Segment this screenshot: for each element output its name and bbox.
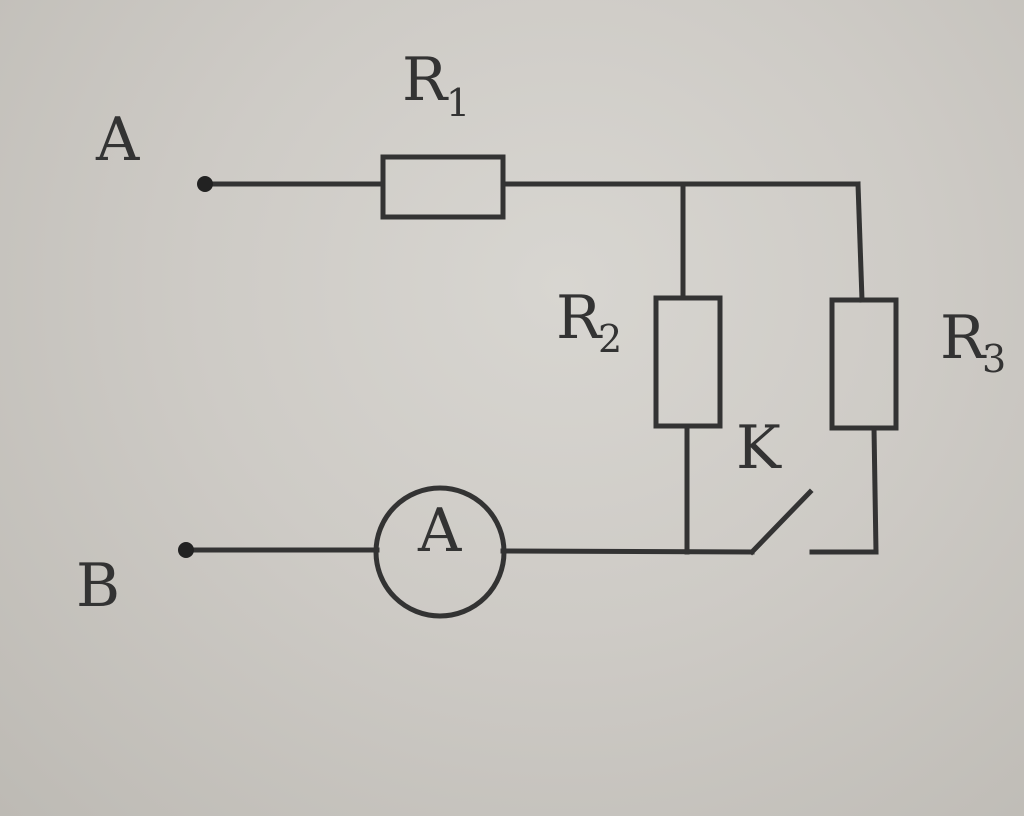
- r1-label: R: [402, 45, 449, 115]
- r2-subscript: 2: [598, 317, 622, 361]
- r3-label: R: [940, 303, 987, 373]
- resistor-r1: [380, 154, 506, 220]
- ammeter: [373, 485, 507, 619]
- ammeter-label: A: [417, 496, 462, 566]
- terminal-a-label: A: [95, 105, 140, 175]
- terminal-b-node: [178, 542, 194, 558]
- switch-k: [748, 488, 814, 556]
- resistor-r3: [829, 297, 899, 431]
- wire-r3-top: [855, 181, 865, 303]
- terminal-b-label: B: [76, 551, 120, 621]
- r1-subscript: 1: [446, 81, 470, 125]
- switch-k-label: K: [736, 413, 782, 483]
- wire-r3-bottom: [871, 425, 879, 555]
- terminal-a-node: [197, 176, 213, 192]
- resistor-r2: [653, 295, 723, 429]
- r2-label: R: [556, 283, 603, 353]
- r3-subscript: 3: [982, 337, 1006, 381]
- wire-ammeter-to-switch: [500, 548, 755, 555]
